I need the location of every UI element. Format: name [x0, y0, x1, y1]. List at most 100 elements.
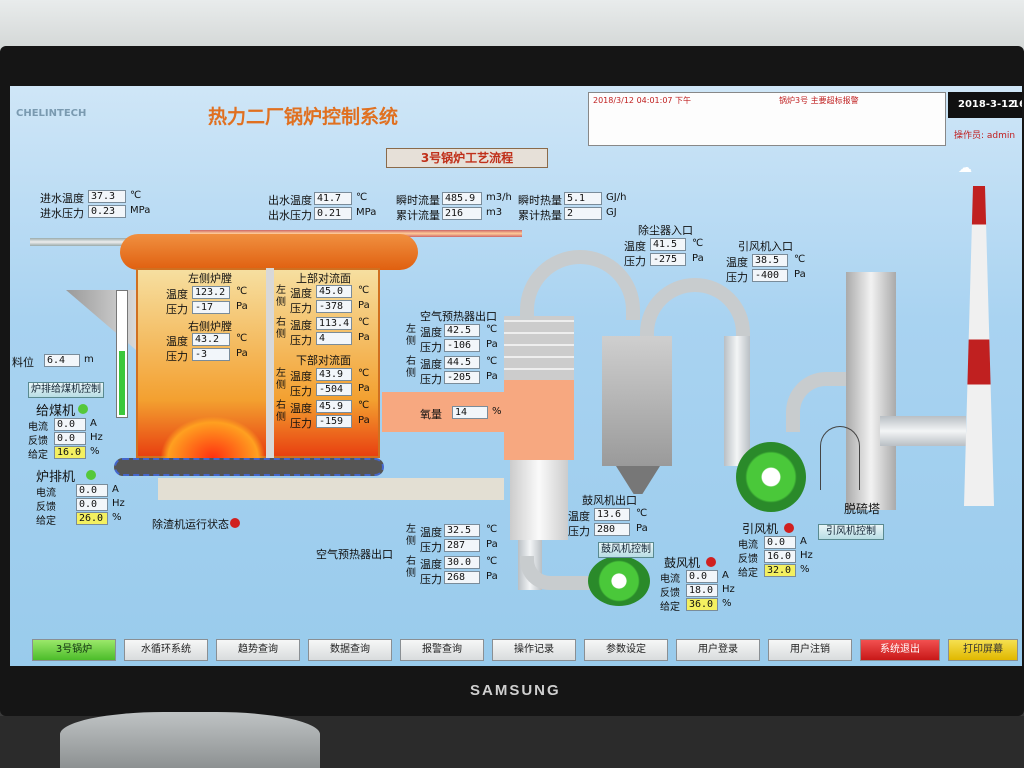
outlet-temp-label: 出水温度	[268, 194, 312, 207]
date-display: 2018-3-12	[958, 99, 1016, 110]
system-title: 热力二厂锅炉控制系统	[208, 106, 399, 128]
blower-feedback-unit: Hz	[722, 584, 735, 595]
nav-data-query[interactable]: 数据查询	[308, 639, 392, 661]
blower-current-label: 电流	[660, 574, 680, 585]
preheater-out-lp-label: 压力	[420, 341, 442, 354]
inlet-pipe	[30, 238, 140, 246]
nav-system-exit[interactable]: 系统退出	[860, 639, 940, 661]
nav-user-login[interactable]: 用户登录	[676, 639, 760, 661]
preheater-in-rp-label: 压力	[420, 573, 442, 586]
grate-current-label: 电流	[36, 488, 56, 499]
upper-conv-right-press-unit: Pa	[358, 332, 370, 343]
id-fan-current-unit: A	[800, 536, 807, 547]
level-gauge-fill	[119, 351, 125, 415]
lower-conv-left-tag: 左侧	[276, 368, 286, 391]
grate-title: 炉排机	[36, 470, 76, 485]
preheater-out-lt-unit: ℃	[486, 324, 498, 335]
preheater-in-rp-unit: Pa	[486, 571, 498, 582]
dust-inlet-temp-unit: ℃	[692, 238, 704, 249]
right-furnace-title: 右侧炉膛	[188, 320, 232, 333]
upper-conv-left-temp: 45.0	[316, 285, 352, 298]
heat-inst-label: 瞬时热量	[518, 194, 562, 207]
blower-control-button[interactable]: 鼓风机控制	[598, 542, 654, 558]
grate-set-unit: %	[112, 512, 122, 523]
nav-boiler-3[interactable]: 3号锅炉	[32, 639, 116, 661]
weather-icon: ☁	[958, 160, 972, 176]
feeder-control-button[interactable]: 炉排给煤机控制	[28, 382, 104, 398]
lower-conv-left-temp-unit: ℃	[358, 368, 370, 379]
lower-conv-right-temp: 45.9	[316, 400, 352, 413]
blower-outlet-title: 鼓风机出口	[582, 494, 637, 507]
lower-conv-left-temp: 43.9	[316, 368, 352, 381]
flow-cum-label: 累计流量	[396, 209, 440, 222]
alarm-panel[interactable]: 2018/3/12 04:01:07 下午 锅炉3号 主要超标报警	[588, 92, 946, 146]
id-fan-inlet-press-label: 压力	[726, 271, 748, 284]
feeder-current-unit: A	[90, 418, 97, 429]
lower-conv-right-press-label: 压力	[290, 417, 312, 430]
feeder-setpoint-input[interactable]: 16.0	[54, 446, 86, 459]
heat-inst-value: 5.1	[564, 192, 602, 205]
feeder-feedback-label: 反馈	[28, 436, 48, 447]
blower-current: 0.0	[686, 570, 718, 583]
id-fan-setpoint-input[interactable]: 32.0	[764, 564, 796, 577]
id-fan-current-label: 电流	[738, 540, 758, 551]
upper-conv-left-temp-unit: ℃	[358, 285, 370, 296]
right-furnace-press-unit: Pa	[236, 348, 248, 359]
grate-current: 0.0	[76, 484, 108, 497]
nav-parameter-settings[interactable]: 参数设定	[584, 639, 668, 661]
left-furnace-press: -17	[192, 301, 230, 314]
desulfurization-tower-label: 脱硫塔	[844, 502, 881, 516]
lower-conv-title: 下部对流面	[296, 354, 351, 367]
outlet-temp-value: 41.7	[314, 192, 352, 205]
nav-alarm-query[interactable]: 报警查询	[400, 639, 484, 661]
blower-outlet-press-label: 压力	[568, 525, 590, 538]
id-fan-set-label: 给定	[738, 568, 758, 579]
upper-conv-right-press-label: 压力	[290, 334, 312, 347]
lower-conv-right-press: -159	[316, 415, 352, 428]
left-furnace-temp-label: 温度	[166, 288, 188, 301]
inlet-temp-label: 进水温度	[40, 192, 84, 205]
preheater-out-right-tag: 右侧	[406, 356, 416, 379]
id-fan-inlet-press-unit: Pa	[794, 269, 806, 280]
blower-setpoint-input[interactable]: 36.0	[686, 598, 718, 611]
id-fan-set-unit: %	[800, 564, 810, 575]
nav-water-circulation[interactable]: 水循环系统	[124, 639, 208, 661]
nav-print-screen[interactable]: 打印屏幕	[948, 639, 1018, 661]
dust-inlet-press: -275	[650, 253, 686, 266]
grate-status-indicator	[86, 470, 96, 480]
inlet-press-value: 0.23	[88, 205, 126, 218]
upper-conv-right-press: 4	[316, 332, 352, 345]
preheater-in-rt-label: 温度	[420, 558, 442, 571]
upper-conv-title: 上部对流面	[296, 272, 351, 285]
flame-graphic	[160, 416, 266, 458]
left-furnace-temp: 123.2	[192, 286, 230, 299]
id-fan-feedback-label: 反馈	[738, 554, 758, 565]
preheater-in-lp-unit: Pa	[486, 539, 498, 550]
nav-user-logout[interactable]: 用户注销	[768, 639, 852, 661]
nav-operation-log[interactable]: 操作记录	[492, 639, 576, 661]
flow-cum-unit: m3	[486, 207, 503, 218]
company-logo: CHELINTECH	[16, 108, 87, 119]
dust-hopper	[616, 466, 660, 494]
grate-current-unit: A	[112, 484, 119, 495]
upper-conv-left-press: -378	[316, 300, 352, 313]
id-fan-control-button[interactable]: 引风机控制	[818, 524, 884, 540]
grate-setpoint-input[interactable]: 26.0	[76, 512, 108, 525]
lower-conv-right-temp-label: 温度	[290, 402, 312, 415]
outlet-press-unit: MPa	[356, 207, 377, 218]
preheater-in-left-press: 287	[444, 539, 480, 552]
preheater-out-lp-unit: Pa	[486, 339, 498, 350]
monitor-stand	[60, 712, 320, 768]
preheater-out-right-temp: 44.5	[444, 356, 480, 369]
preheater-in-lp-label: 压力	[420, 541, 442, 554]
heat-cum-unit: GJ	[606, 207, 617, 218]
id-fan-feedback-unit: Hz	[800, 550, 813, 561]
preheater-out-right-press: -205	[444, 371, 480, 384]
grate-feedback-label: 反馈	[36, 502, 56, 513]
blower-graphic	[588, 556, 650, 606]
dust-inlet-press-label: 压力	[624, 255, 646, 268]
nav-trend-query[interactable]: 趋势查询	[216, 639, 300, 661]
id-fan-graphic	[736, 442, 806, 512]
preheater-out-left-tag: 左侧	[406, 324, 416, 347]
preheater-in-right-tag: 右侧	[406, 556, 416, 579]
